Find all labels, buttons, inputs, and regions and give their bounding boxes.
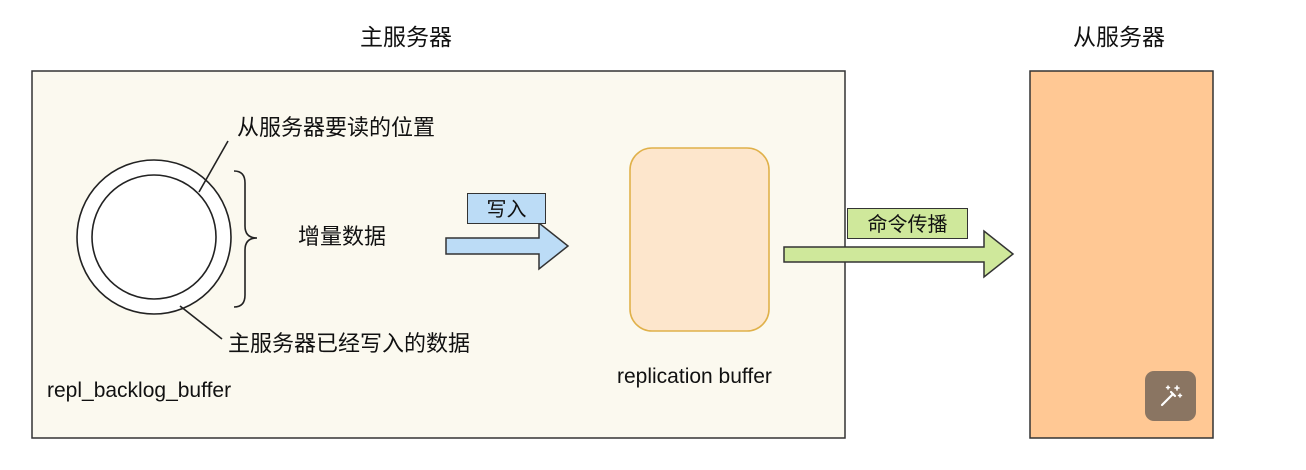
incremental-data-brace: [233, 170, 258, 308]
replication-buffer-label: replication buffer: [617, 365, 772, 388]
written-data-label: 主服务器已经写入的数据: [228, 332, 471, 357]
incremental-data-label: 增量数据: [298, 225, 387, 250]
magic-wand-button[interactable]: [1145, 371, 1196, 421]
propagate-arrow-label: 命令传播: [847, 208, 968, 239]
read-position-label: 从服务器要读的位置: [237, 116, 436, 141]
written-data-pointer: [179, 305, 223, 340]
master-server-title: 主服务器: [360, 25, 452, 51]
write-arrow: [445, 221, 570, 271]
read-position-pointer: [198, 140, 229, 193]
propagate-arrow: [783, 229, 1015, 279]
replication-buffer-box: [629, 147, 770, 332]
backlog-inner-ring: [91, 174, 217, 300]
slave-server-title: 从服务器: [1073, 25, 1165, 51]
backlog-buffer-label: repl_backlog_buffer: [47, 379, 232, 402]
write-arrow-label: 写入: [467, 193, 546, 224]
magic-wand-icon: [1160, 385, 1182, 407]
